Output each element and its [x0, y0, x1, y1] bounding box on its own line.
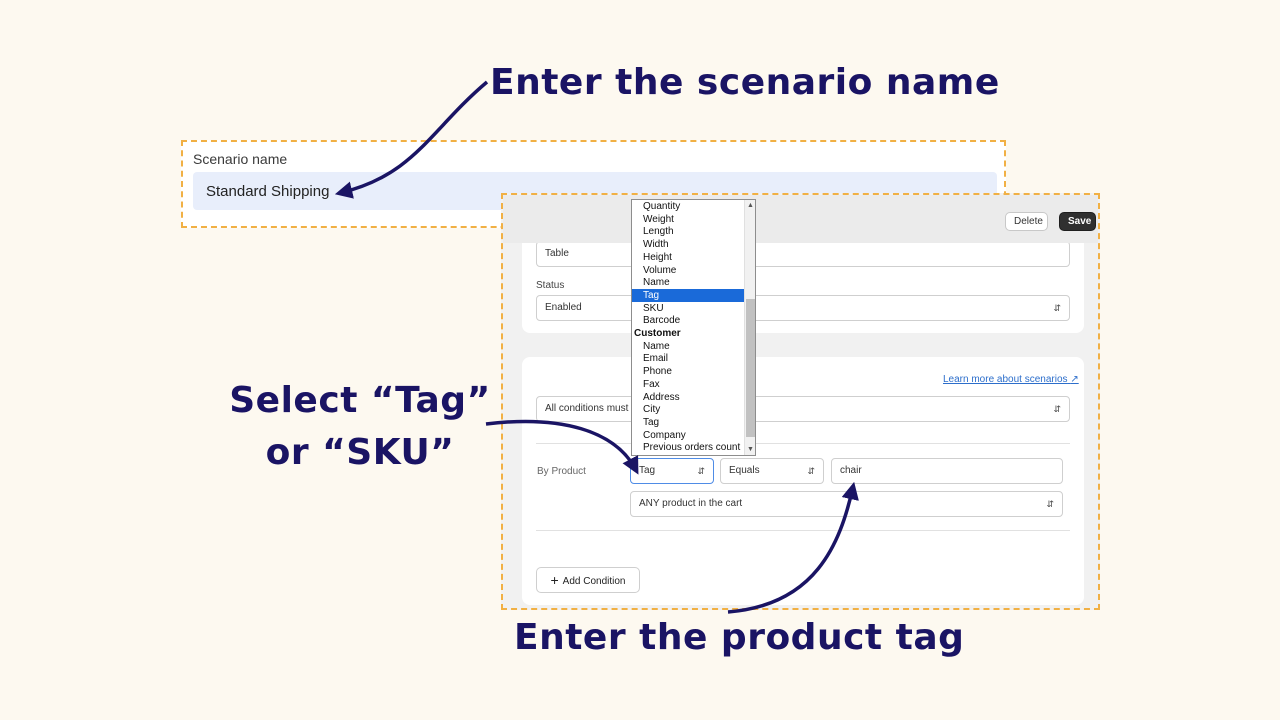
dropdown-item-quantity[interactable]: Quantity — [643, 201, 681, 212]
dropdown-item-barcode[interactable]: Barcode — [643, 315, 681, 327]
add-condition-label: Add Condition — [562, 576, 626, 587]
settings-card: Table Status Enabled ⇵ — [522, 233, 1084, 333]
callout-enter-scenario-name: Enter the scenario name — [490, 62, 1000, 103]
status-select-value: Enabled — [545, 302, 582, 313]
chevron-up-down-icon: ⇵ — [1046, 499, 1054, 509]
dropdown-item-email[interactable]: Email — [643, 353, 669, 365]
scenario-name-label: Scenario name — [193, 151, 288, 167]
learn-more-text: Learn more about scenarios — [943, 374, 1068, 385]
divider — [536, 443, 1070, 444]
conditions-card: Learn more about scenarios ↗ All conditi… — [522, 357, 1084, 605]
dropdown-item-volume[interactable]: Volume — [643, 264, 677, 276]
dropdown-scrollbar[interactable]: ▲ ▼ — [744, 200, 755, 455]
condition-operator-select[interactable]: Equals ⇵ — [720, 458, 824, 484]
plus-icon: + — [550, 572, 559, 588]
conditions-match-select[interactable]: All conditions must n ⇵ — [536, 396, 1070, 422]
delete-button[interactable]: Delete — [1005, 212, 1048, 231]
add-condition-button[interactable]: +Add Condition — [536, 567, 640, 593]
callout-select-line1: Select “Tag” — [229, 380, 491, 421]
callout-select-line2: or “SKU” — [265, 432, 455, 474]
condition-scope-value: ANY product in the cart — [639, 498, 743, 509]
external-link-icon: ↗ — [1070, 374, 1079, 385]
dropdown-item-name[interactable]: Name — [643, 277, 670, 289]
callout-enter-product-tag: Enter the product tag — [514, 617, 965, 658]
dropdown-scroll-thumb[interactable] — [746, 299, 755, 437]
condition-value-input[interactable]: chair — [831, 458, 1063, 484]
scroll-down-icon[interactable]: ▼ — [747, 446, 754, 453]
dropdown-item-width[interactable]: Width — [643, 239, 669, 251]
condition-field-select[interactable]: Tag ⇵ — [630, 458, 714, 484]
chevron-up-down-icon: ⇵ — [1053, 303, 1061, 313]
dropdown-item-customer-name[interactable]: Name — [643, 340, 670, 352]
type-field-value: Table — [545, 248, 569, 259]
learn-more-link[interactable]: Learn more about scenarios ↗ — [943, 374, 1079, 385]
dropdown-item-tag[interactable]: Tag — [632, 288, 744, 302]
top-action-bar: Delete Save — [503, 195, 1098, 243]
dropdown-group-customer: Customer — [634, 328, 681, 339]
by-product-label: By Product — [537, 466, 586, 477]
condition-scope-select[interactable]: ANY product in the cart ⇵ — [630, 491, 1063, 517]
scenario-name-section: Scenario name — [181, 140, 1006, 228]
field-dropdown-list[interactable]: Quantity Weight Length Width Height Volu… — [631, 199, 756, 456]
chevron-up-down-icon: ⇵ — [1053, 404, 1061, 414]
condition-field-value: Tag — [639, 465, 656, 476]
type-field[interactable]: Table — [536, 241, 1070, 267]
dropdown-item-height[interactable]: Height — [643, 251, 672, 263]
dropdown-item-address[interactable]: Address — [643, 391, 680, 403]
chevron-up-down-icon: ⇵ — [697, 466, 705, 476]
status-label: Status — [536, 280, 565, 291]
chevron-up-down-icon: ⇵ — [807, 466, 815, 476]
dropdown-item-weight[interactable]: Weight — [643, 213, 674, 225]
dropdown-item-sku[interactable]: SKU — [643, 302, 664, 314]
dropdown-item-customer-tag[interactable]: Tag — [643, 416, 660, 428]
condition-operator-value: Equals — [729, 465, 760, 476]
conditions-match-value: All conditions must n — [545, 403, 637, 414]
callout-select-tag-or-sku: Select “Tag” or “SKU” — [180, 375, 540, 479]
dropdown-item-length[interactable]: Length — [643, 226, 674, 238]
divider — [536, 530, 1070, 531]
dropdown-item-previous-orders-count[interactable]: Previous orders count — [643, 442, 741, 454]
scenario-form-panel: Table Status Enabled ⇵ Delete Save Learn… — [501, 193, 1100, 610]
scroll-up-icon[interactable]: ▲ — [747, 202, 754, 209]
status-select[interactable]: Enabled ⇵ — [536, 295, 1070, 321]
condition-value-text: chair — [840, 465, 862, 476]
dropdown-item-company[interactable]: Company — [643, 429, 686, 441]
save-button[interactable]: Save — [1059, 212, 1096, 231]
dropdown-item-fax[interactable]: Fax — [643, 378, 660, 390]
dropdown-item-phone[interactable]: Phone — [643, 366, 672, 378]
dropdown-item-city[interactable]: City — [643, 404, 661, 416]
